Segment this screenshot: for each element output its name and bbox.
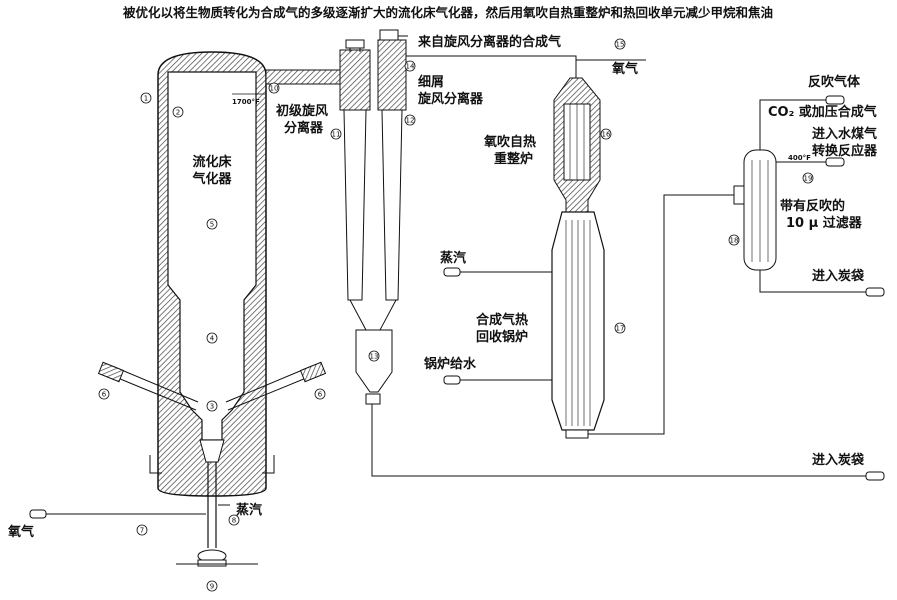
svg-text:6: 6 xyxy=(318,391,323,399)
callout-17: 17 xyxy=(614,322,626,334)
callout-12: 12 xyxy=(404,114,416,126)
label-boiler-feed-water: 锅炉给水 xyxy=(424,356,477,372)
callout-10: 10 xyxy=(268,82,280,94)
callout-4: 4 xyxy=(206,332,218,344)
label-reformer-1: 氧吹自热 xyxy=(483,134,536,150)
label-oxygen-left: 氧气 xyxy=(7,524,34,540)
svg-text:14: 14 xyxy=(406,63,415,71)
backblow-filter xyxy=(733,149,870,293)
fluidized-bed-gasifier xyxy=(29,51,327,567)
svg-text:3: 3 xyxy=(210,403,214,411)
callout-18: 18 xyxy=(728,234,740,246)
fine-cyclone xyxy=(377,29,408,301)
callout-19: 19 xyxy=(802,172,814,184)
label-fine-cyclone-1: 细屑 xyxy=(418,74,444,90)
svg-text:9: 9 xyxy=(210,583,214,591)
label-wgs-2: 转换反应器 xyxy=(812,143,878,159)
callout-6-right: 6 xyxy=(314,388,326,400)
callout-5: 5 xyxy=(206,218,218,230)
svg-text:15: 15 xyxy=(616,41,625,49)
callout-9: 9 xyxy=(206,580,218,592)
label-temp-1700: 1700°F xyxy=(232,98,260,106)
callout-8: 8 xyxy=(228,514,240,526)
label-gasifier-1: 流化床 xyxy=(192,154,232,170)
label-steam-bottom: 蒸汽 xyxy=(236,502,262,518)
svg-text:10: 10 xyxy=(270,85,279,93)
svg-text:18: 18 xyxy=(730,237,739,245)
svg-text:5: 5 xyxy=(210,221,214,229)
char-hopper xyxy=(355,329,393,405)
callout-16: 16 xyxy=(600,128,612,140)
svg-text:16: 16 xyxy=(602,131,611,139)
callout-1: 1 xyxy=(140,92,152,104)
svg-text:4: 4 xyxy=(210,335,215,343)
svg-text:2: 2 xyxy=(176,109,180,117)
svg-text:1: 1 xyxy=(144,95,148,103)
label-backblow-gas: 反吹气体 xyxy=(808,74,861,90)
svg-text:13: 13 xyxy=(370,353,379,361)
label-heat-recovery-1: 合成气热 xyxy=(476,312,528,328)
callout-14: 14 xyxy=(404,60,416,72)
callout-7: 7 xyxy=(136,524,148,536)
svg-text:7: 7 xyxy=(140,527,144,535)
label-to-bag-1: 进入炭袋 xyxy=(812,268,865,284)
feed-screw-right xyxy=(225,361,327,411)
label-primary-cyclone-2: 分离器 xyxy=(284,120,324,136)
label-oxygen-top: 氧气 xyxy=(611,61,638,77)
svg-text:8: 8 xyxy=(232,517,236,525)
heat-recovery-boiler xyxy=(551,211,605,439)
label-gasifier-2: 气化器 xyxy=(192,171,232,187)
label-syngas-from-cyclone: 来自旋风分离器的合成气 xyxy=(417,34,561,50)
autothermal-reformer xyxy=(553,77,601,213)
feed-screw-left xyxy=(97,361,199,411)
label-co2-syngas: CO₂ 或加压合成气 xyxy=(768,104,877,120)
callout-2: 2 xyxy=(172,106,184,118)
label-primary-cyclone-1: 初级旋风 xyxy=(276,103,328,119)
label-wgs-1: 进入水煤气 xyxy=(812,126,877,142)
svg-text:19: 19 xyxy=(804,175,813,183)
label-steam-mid: 蒸汽 xyxy=(440,250,466,266)
svg-text:17: 17 xyxy=(616,325,625,333)
svg-text:11: 11 xyxy=(332,131,341,139)
callout-6-left: 6 xyxy=(98,388,110,400)
callout-13: 13 xyxy=(368,350,380,362)
label-reformer-2: 重整炉 xyxy=(494,151,533,167)
callout-3: 3 xyxy=(206,400,218,412)
callout-11: 11 xyxy=(330,128,342,140)
svg-text:6: 6 xyxy=(102,391,107,399)
label-filter-2: 10 μ 过滤器 xyxy=(786,215,863,231)
label-filter-1: 带有反吹的 xyxy=(780,198,845,214)
primary-cyclone xyxy=(339,39,371,301)
label-to-bag-2: 进入炭袋 xyxy=(812,452,865,468)
label-temp-400: 400°F xyxy=(788,154,811,162)
label-fine-cyclone-2: 旋风分离器 xyxy=(417,91,484,107)
diagram-title: 被优化以将生物质转化为合成气的多级逐渐扩大的流化床气化器，然后用氧吹自热重整炉和… xyxy=(123,5,773,20)
callout-15: 15 xyxy=(614,38,626,50)
label-heat-recovery-2: 回收锅炉 xyxy=(476,329,528,345)
svg-text:12: 12 xyxy=(406,117,415,125)
